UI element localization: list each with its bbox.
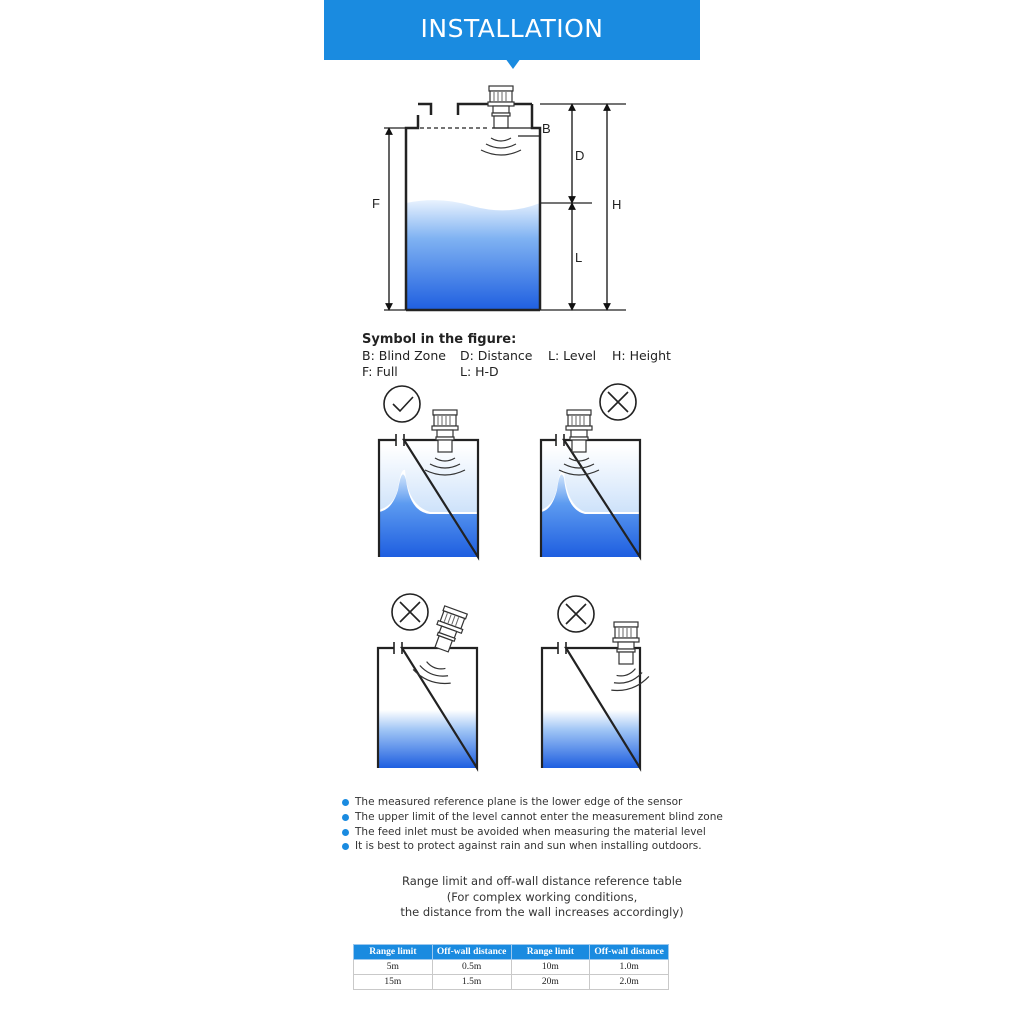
example-wrong-near-wall [540, 595, 652, 772]
column-header: Range limit [353, 944, 433, 960]
sensor-icon [565, 409, 593, 453]
note-item: The feed inlet must be avoided when meas… [341, 825, 723, 840]
table-caption-note: the distance from the wall increases acc… [400, 905, 684, 919]
installation-banner: INSTALLATION [324, 0, 700, 60]
sensor-icon [428, 604, 469, 655]
label-l: L [575, 250, 582, 265]
main-tank-diagram: B D H F L [372, 85, 626, 312]
legend-item: B: Blind Zone [362, 348, 446, 363]
table-cell: 1.5m [431, 974, 512, 990]
note-item: The upper limit of the level cannot ente… [341, 810, 723, 825]
table-cell: 2.0m [589, 974, 669, 990]
legend-item: H: Height [612, 348, 671, 363]
ultrasonic-wave-icon [480, 137, 522, 156]
example-correct [377, 385, 480, 561]
example-wrong-inlet [539, 383, 642, 561]
label-f: F [372, 196, 380, 211]
x-circle-icon [557, 595, 595, 633]
legend-title: Symbol in the figure: [362, 332, 517, 347]
banner-pointer [505, 58, 521, 69]
table-cell: 15m [353, 974, 433, 990]
table-cell: 0.5m [431, 959, 512, 975]
legend-item: L: Level [548, 348, 597, 363]
table-caption-note: (For complex working conditions, [446, 890, 638, 904]
table-row: 5m 0.5m 10m 1.0m [353, 959, 669, 975]
column-header: Off-wall distance [589, 944, 669, 960]
table-row: 15m 1.5m 20m 2.0m [353, 974, 669, 990]
reference-table: Range limit Off-wall distance Range limi… [353, 944, 669, 990]
installation-notes: The measured reference plane is the lowe… [341, 795, 723, 854]
column-header: Range limit [510, 944, 591, 960]
x-circle-icon [391, 593, 429, 631]
table-header-row: Range limit Off-wall distance Range limi… [353, 944, 669, 960]
check-circle-icon [383, 385, 421, 423]
page-title: INSTALLATION [420, 14, 604, 43]
sensor-icon [431, 409, 459, 453]
legend-item: F: Full [362, 364, 398, 379]
legend-item: L: H-D [460, 364, 499, 379]
note-item: The measured reference plane is the lowe… [341, 795, 723, 810]
sensor-icon [612, 621, 640, 665]
table-cell: 5m [353, 959, 433, 975]
label-d: D [575, 148, 584, 163]
label-b: B [542, 121, 551, 136]
ultrasonic-wave-icon [606, 664, 652, 696]
x-circle-icon [599, 383, 637, 421]
table-cell: 1.0m [589, 959, 669, 975]
table-cell: 20m [510, 974, 591, 990]
legend-item: D: Distance [460, 348, 533, 363]
example-wrong-tilted [376, 593, 479, 772]
table-cell: 10m [510, 959, 591, 975]
table-caption-title: Range limit and off-wall distance refere… [401, 874, 683, 888]
liquid-fill [406, 200, 540, 310]
column-header: Off-wall distance [431, 944, 512, 960]
label-h: H [612, 197, 621, 212]
note-item: It is best to protect against rain and s… [341, 839, 723, 854]
sensor-icon [487, 85, 515, 129]
